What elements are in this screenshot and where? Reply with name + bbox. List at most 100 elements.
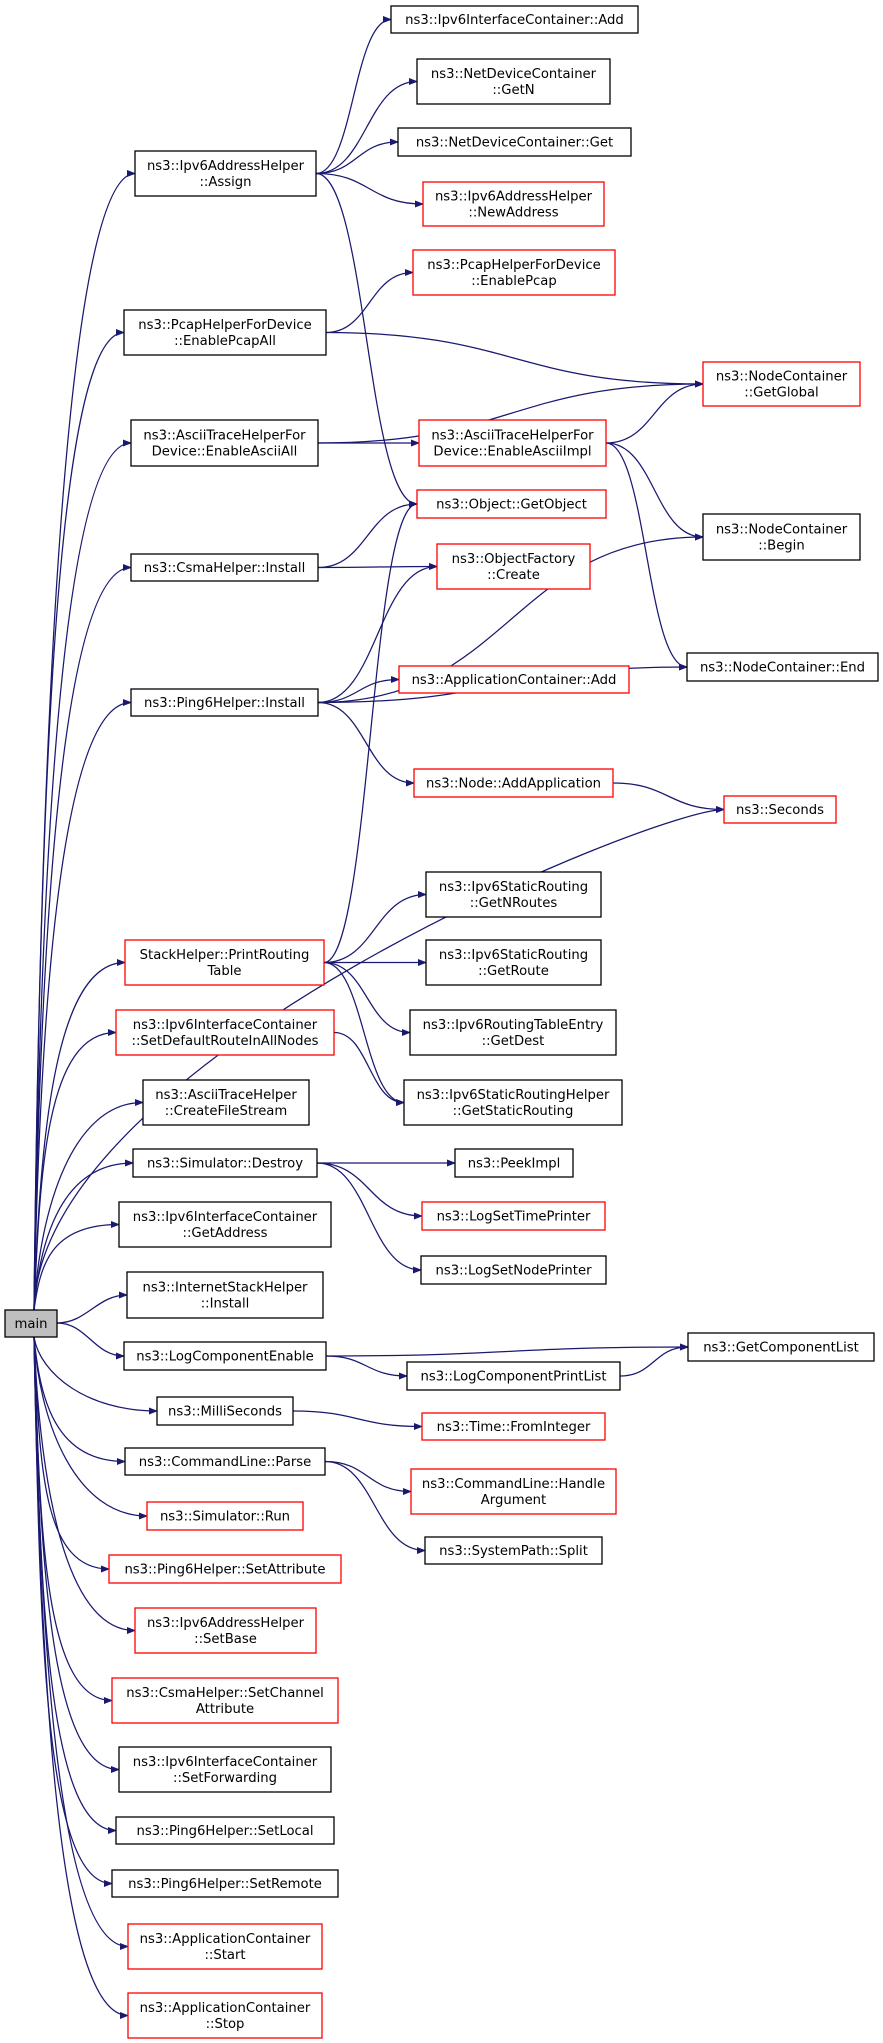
edge-main-to-sim_run (33, 1336, 148, 1520)
node-label-ipv6addr_assign-line-1: ::Assign (199, 175, 251, 190)
node-logcompprint[interactable]: ns3::LogComponentPrintList (406, 1361, 621, 1391)
node-label-ish_install-line-0: ns3::InternetStackHelper (143, 1281, 309, 1296)
node-box-appcont_start (127, 1923, 323, 1970)
node-sim_destroy[interactable]: ns3::Simulator::Destroy (132, 1148, 318, 1178)
node-main[interactable]: main (4, 1309, 58, 1338)
node-ndc_get[interactable]: ns3::NetDeviceContainer::Get (397, 127, 632, 157)
node-label-ndc_get-line-0: ns3::NetDeviceContainer::Get (416, 136, 613, 151)
node-logcompenable[interactable]: ns3::LogComponentEnable (123, 1341, 327, 1371)
node-box-ascii_enableall (130, 419, 319, 467)
edge-ping6_install-to-node_addapp (317, 701, 415, 787)
node-ifcont_getaddress[interactable]: ns3::Ipv6InterfaceContainer::GetAddress (118, 1201, 332, 1248)
node-label-ifcont_getaddress-line-1: ::GetAddress (183, 1226, 268, 1241)
node-syspath_split[interactable]: ns3::SystemPath::Split (424, 1536, 603, 1565)
node-cmd_parse[interactable]: ns3::CommandLine::Parse (124, 1447, 326, 1476)
node-label-ping6_install-line-0: ns3::Ping6Helper::Install (144, 696, 305, 711)
node-ifcont_setforwarding[interactable]: ns3::Ipv6InterfaceContainer::SetForwardi… (118, 1746, 332, 1793)
edge-main-to-seconds (33, 806, 725, 1311)
edge-csma_install-to-obj_getobject (317, 500, 418, 569)
node-label-main-line-0: main (15, 1317, 48, 1332)
edge-stack_printrouting-to-obj_getobject (323, 500, 418, 964)
node-box-nc_getglobal (702, 361, 861, 407)
node-box-ascii_createfile (142, 1079, 310, 1126)
node-rte_getdest[interactable]: ns3::Ipv6RoutingTableEntry::GetDest (409, 1009, 617, 1056)
node-label-rte_getdest-line-0: ns3::Ipv6RoutingTableEntry (423, 1018, 604, 1033)
node-label-ifcont_setforwarding-line-0: ns3::Ipv6InterfaceContainer (133, 1755, 318, 1770)
node-nc_end[interactable]: ns3::NodeContainer::End (686, 652, 879, 682)
node-ping6_setremote[interactable]: ns3::Ping6Helper::SetRemote (111, 1869, 339, 1898)
node-label-cmd_handlearg-line-1: Argument (481, 1493, 546, 1508)
node-label-time_fromint-line-0: ns3::Time::FromInteger (437, 1420, 591, 1435)
node-label-ascii_createfile-line-1: ::CreateFileStream (165, 1104, 288, 1119)
node-box-appcont_add (398, 665, 630, 694)
node-ascii_enableall[interactable]: ns3::AsciiTraceHelperForDevice::EnableAs… (130, 419, 319, 467)
edge-ascii_enableall-to-nc_getglobal (317, 380, 704, 444)
edge-main-to-milliseconds (33, 1336, 158, 1415)
node-box-pcap_enablepcapall (123, 309, 327, 356)
node-box-nc_begin (702, 513, 861, 561)
node-label-stack_printrouting-line-0: StackHelper::PrintRouting (140, 948, 310, 963)
node-box-cmd_parse (124, 1447, 326, 1476)
node-peekimpl[interactable]: ns3::PeekImpl (454, 1148, 574, 1178)
node-box-csma_setchannelattr (111, 1677, 339, 1724)
node-box-ndc_get (397, 127, 632, 157)
node-ping6_setlocal[interactable]: ns3::Ping6Helper::SetLocal (115, 1816, 335, 1845)
edge-main-to-appcont_stop (33, 1336, 129, 2019)
edge-ping6_install-to-appcont_add (317, 676, 400, 704)
node-milliseconds[interactable]: ns3::MilliSeconds (156, 1396, 294, 1426)
edge-main-to-csma_setchannelattr (33, 1336, 113, 1704)
node-static_getnroutes[interactable]: ns3::Ipv6StaticRouting::GetNRoutes (425, 871, 602, 918)
node-nc_begin[interactable]: ns3::NodeContainer::Begin (702, 513, 861, 561)
node-ping6_install[interactable]: ns3::Ping6Helper::Install (130, 688, 319, 717)
node-ish_install[interactable]: ns3::InternetStackHelper::Install (126, 1271, 324, 1319)
node-srh_getstatic[interactable]: ns3::Ipv6StaticRoutingHelper::GetStaticR… (403, 1079, 623, 1126)
node-label-srh_getstatic-line-0: ns3::Ipv6StaticRoutingHelper (417, 1088, 610, 1103)
node-label-stack_printrouting-line-1: Table (206, 964, 241, 979)
edge-main-to-sim_destroy (33, 1159, 134, 1311)
edge-pcap_enablepcapall-to-nc_getglobal (325, 331, 704, 388)
node-ifcont_add[interactable]: ns3::Ipv6InterfaceContainer::Add (390, 5, 639, 34)
edge-ipv6addr_assign-to-ndc_getn (315, 78, 418, 175)
node-label-logsettime-line-0: ns3::LogSetTimePrinter (437, 1210, 591, 1225)
edge-main-to-ping6_install (33, 699, 132, 1311)
node-label-pcap_enablepcap-line-1: ::EnablePcap (471, 274, 556, 289)
node-label-ping6_setlocal-line-0: ns3::Ping6Helper::SetLocal (136, 1824, 313, 1839)
node-box-seconds (723, 795, 837, 824)
node-label-sim_run-line-0: ns3::Simulator::Run (160, 1510, 290, 1525)
node-label-pcap_enablepcap-line-0: ns3::PcapHelperForDevice (427, 258, 600, 273)
edge-sim_destroy-to-logsettime (316, 1162, 423, 1220)
node-ndc_getn[interactable]: ns3::NetDeviceContainer::GetN (416, 58, 611, 105)
node-getcomplist[interactable]: ns3::GetComponentList (687, 1332, 875, 1362)
node-label-csma_setchannelattr-line-1: Attribute (196, 1702, 254, 1717)
edge-main-to-appcont_start (33, 1336, 129, 1950)
node-label-ascii_enableall-line-1: Device::EnableAsciiAll (152, 445, 298, 460)
edge-ascii_enableimpl-to-nc_begin (605, 442, 704, 541)
node-box-ish_install (126, 1271, 324, 1319)
node-ipv6addr_assign[interactable]: ns3::Ipv6AddressHelper::Assign (134, 150, 317, 197)
edge-ipv6addr_assign-to-ipv6addr_newaddr (315, 172, 424, 208)
edge-logcompprint-to-getcomplist (619, 1343, 689, 1377)
node-label-pcap_enablepcapall-line-0: ns3::PcapHelperForDevice (138, 318, 311, 333)
node-static_getroute[interactable]: ns3::Ipv6StaticRouting::GetRoute (425, 939, 602, 986)
node-nc_getglobal: ns3::NodeContainer::GetGlobal (702, 361, 861, 407)
node-pcap_enablepcapall[interactable]: ns3::PcapHelperForDevice::EnablePcapAll (123, 309, 327, 356)
node-box-ping6_setlocal (115, 1816, 335, 1845)
node-label-cmd_handlearg-line-0: ns3::CommandLine::Handle (422, 1477, 605, 1492)
node-label-seconds-line-0: ns3::Seconds (736, 803, 824, 818)
node-objfactory_create: ns3::ObjectFactory::Create (436, 543, 591, 590)
node-ascii_createfile[interactable]: ns3::AsciiTraceHelper::CreateFileStream (142, 1079, 310, 1126)
node-obj_getobject: ns3::Object::GetObject (416, 489, 607, 519)
node-label-cmd_parse-line-0: ns3::CommandLine::Parse (139, 1455, 312, 1470)
node-label-csma_install-line-0: ns3::CsmaHelper::Install (144, 561, 305, 576)
node-label-ipv6addr_newaddr-line-0: ns3::Ipv6AddressHelper (435, 190, 593, 205)
node-logsetnode[interactable]: ns3::LogSetNodePrinter (420, 1255, 607, 1285)
edge-logcompenable-to-getcomplist (325, 1343, 689, 1357)
node-label-rte_getdest-line-1: ::GetDest (482, 1034, 545, 1049)
node-label-ifcont_setdefault-line-0: ns3::Ipv6InterfaceContainer (133, 1018, 318, 1033)
node-csma_install[interactable]: ns3::CsmaHelper::Install (130, 553, 319, 582)
edge-main-to-ish_install (56, 1291, 128, 1324)
node-ascii_enableimpl: ns3::AsciiTraceHelperForDevice::EnableAs… (418, 419, 607, 467)
node-box-ifcont_add (390, 5, 639, 34)
